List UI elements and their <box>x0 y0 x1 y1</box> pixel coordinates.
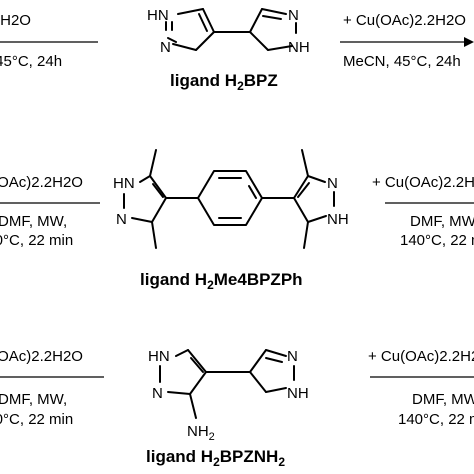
n-atom-label: N <box>288 7 299 24</box>
row3-left-conditions: + Cu(OAc)2.2H2O DMF, MW, 140°C, 22 min <box>0 348 104 428</box>
row3-right-conditions: + Cu(OAc)2.2H2O DMF, MW, 140°C, 22 min <box>368 348 474 428</box>
row2-right-condition-1: DMF, MW, <box>410 213 474 230</box>
row2-left-condition-2: 140°C, 22 min <box>0 232 73 249</box>
row2-right-condition-2: 140°C, 22 min <box>400 232 474 249</box>
row3-right-reagent: + Cu(OAc)2.2H2O <box>368 348 474 365</box>
row1-right-arrowhead <box>464 37 474 47</box>
row1-ligand-name: ligand H2BPZ <box>170 71 278 93</box>
hn-atom-label: HN <box>147 7 169 24</box>
amine-group-label: NH2 <box>187 423 215 443</box>
row3-ligand-structure: HN N NH2 N NH <box>148 348 309 443</box>
nh-atom-label: NH <box>327 211 349 228</box>
row1-right-conditions: + Cu(OAc)2.2H2O MeCN, 45°C, 24h <box>340 12 474 70</box>
row1-left-conditions: + Cu(OAc)2.2H2O DMF, 45°C, 24h <box>0 12 98 70</box>
hn-atom-label: HN <box>148 348 170 365</box>
row1-left-reagent: + Cu(OAc)2.2H2O <box>0 12 31 29</box>
row3-left-condition-2: 140°C, 22 min <box>0 411 73 428</box>
row2-left-reagent: + Cu(OAc)2.2H2O <box>0 174 83 191</box>
row1-left-condition: DMF, 45°C, 24h <box>0 53 62 70</box>
row2-ligand-structure: HN N N NH <box>113 149 349 249</box>
row3-left-reagent: + Cu(OAc)2.2H2O <box>0 348 83 365</box>
row3-ligand-name: ligand H2BPZNH2 <box>146 447 285 469</box>
row3-right-condition-1: DMF, MW, <box>412 391 474 408</box>
row3-left-condition-1: DMF, MW, <box>0 391 67 408</box>
row1-right-reagent: + Cu(OAc)2.2H2O <box>343 12 466 29</box>
hn-atom-label: HN <box>113 175 135 192</box>
n-atom-label: N <box>327 175 338 192</box>
n-atom-label: N <box>152 385 163 402</box>
n-atom-label: N <box>116 211 127 228</box>
row1-ligand-structure: HN N N NH <box>147 7 310 56</box>
row2-left-conditions: + Cu(OAc)2.2H2O DMF, MW, 140°C, 22 min <box>0 174 100 249</box>
n-atom-label: N <box>160 39 171 56</box>
row1-right-condition: MeCN, 45°C, 24h <box>343 53 461 70</box>
row2-right-conditions: + Cu(OAc)2.2H2O DMF, MW, 140°C, 22 min <box>372 174 474 249</box>
nh-atom-label: NH <box>288 39 310 56</box>
row2-ligand-name: ligand H2Me4BPZPh <box>140 270 303 292</box>
n-atom-label: N <box>287 348 298 365</box>
nh-atom-label: NH <box>287 385 309 402</box>
row2-left-condition-1: DMF, MW, <box>0 213 67 230</box>
row2-right-reagent: + Cu(OAc)2.2H2O <box>372 174 474 191</box>
row3-right-condition-2: 140°C, 22 min <box>398 411 474 428</box>
